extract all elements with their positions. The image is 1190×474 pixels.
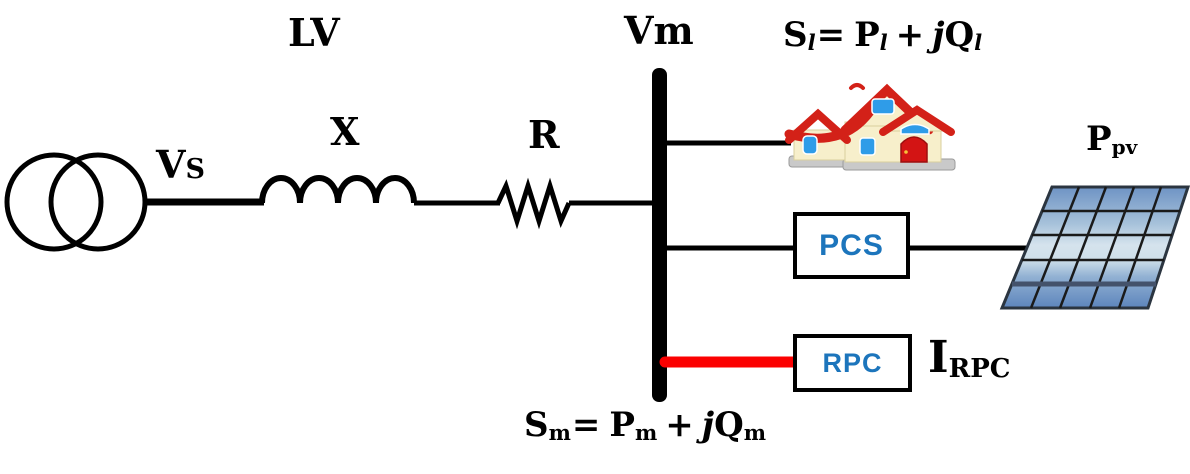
transformer-icon bbox=[4, 152, 148, 252]
load-power-formula: Sl=Pl+jQl bbox=[783, 15, 983, 56]
rpc-box-label: RPC bbox=[822, 347, 883, 378]
resistor-icon bbox=[495, 177, 572, 230]
pcs-box-label: PCS bbox=[819, 228, 884, 262]
inductor-icon bbox=[259, 175, 417, 204]
lv-label: LV bbox=[288, 10, 340, 55]
reactance-label: X bbox=[330, 109, 360, 154]
bus-bar bbox=[652, 68, 667, 402]
solar-panel-icon bbox=[999, 185, 1190, 310]
pv-power-label: Ppv bbox=[1086, 119, 1138, 159]
pcs-box: PCS bbox=[793, 212, 910, 279]
rpc-box: RPC bbox=[793, 334, 912, 392]
house-icon bbox=[784, 83, 956, 171]
bus-power-formula: Sm=Pm+jQm bbox=[524, 405, 767, 446]
bus-voltage-label: Vm bbox=[624, 8, 694, 53]
resistance-label: R bbox=[528, 112, 560, 157]
rpc-current-label: IRPC bbox=[928, 332, 1011, 385]
source-voltage-label: VS bbox=[156, 142, 205, 187]
